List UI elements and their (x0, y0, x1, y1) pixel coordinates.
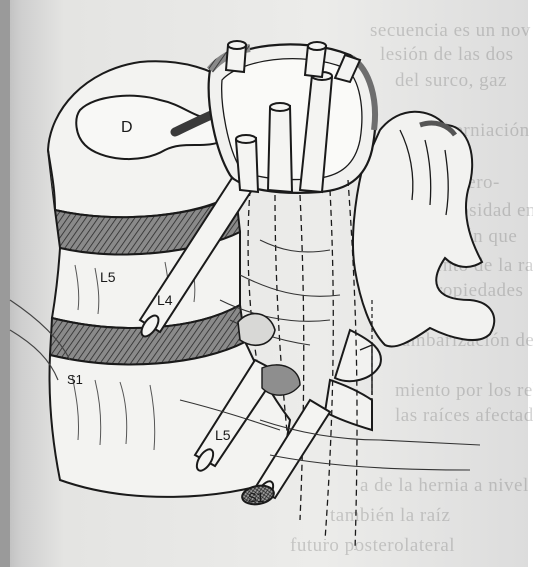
foramen-opening (238, 314, 275, 346)
label-l5-root: L5 (215, 427, 231, 443)
foramen-shadow (262, 365, 300, 395)
label-disc: D (121, 119, 133, 136)
label-l5-vertebra: L5 (100, 269, 116, 285)
label-l4-root: L4 (157, 292, 173, 308)
label-s1-vertebra: S1 (67, 372, 83, 387)
label-s1-root: S1 (248, 490, 264, 505)
